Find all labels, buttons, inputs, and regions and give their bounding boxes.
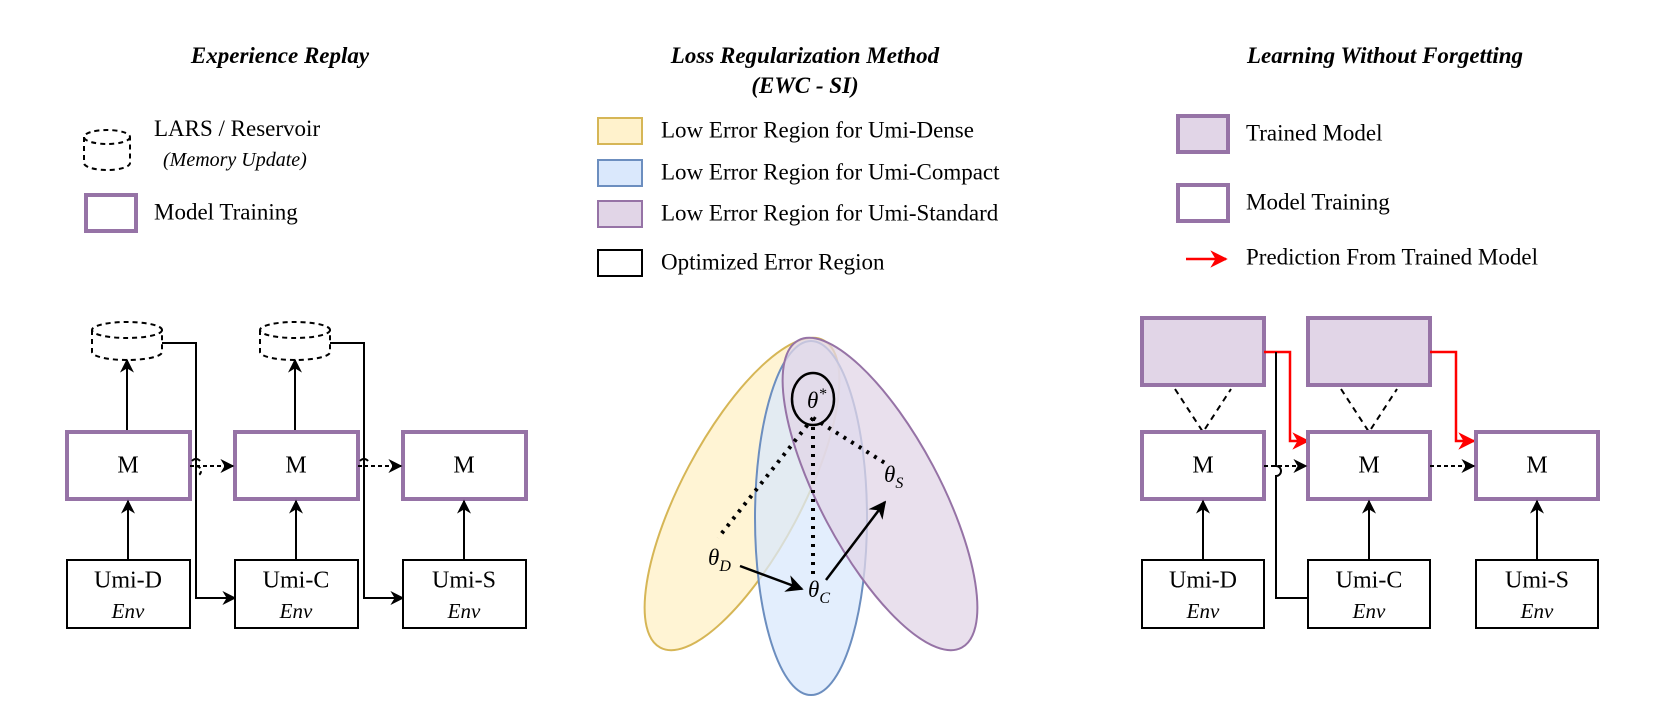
er-model-1-label: M (117, 453, 138, 479)
er-env-3 (402, 559, 527, 629)
lwf-copy-link-2 (1340, 388, 1398, 434)
er-memory-1 (91, 321, 163, 361)
lr-legend-yellow-swatch (597, 117, 643, 145)
lwf-legend-training-icon (1176, 183, 1230, 223)
lr-legend-standard-label: Low Error Region for Umi-Standard (661, 200, 999, 225)
er-legend-memory-label: LARS / Reservoir (154, 116, 320, 141)
er-legend-memory-icon (83, 129, 131, 171)
lwf-model-3-label: M (1526, 453, 1547, 479)
lwf-env-3 (1475, 559, 1599, 629)
er-model-3-label: M (453, 453, 474, 479)
er-title: Experience Replay (190, 43, 370, 68)
lr-region-optimized (790, 371, 836, 427)
lwf-env-3-name: Umi-S (1505, 568, 1569, 594)
lwf-env-2-name: Umi-C (1336, 568, 1403, 594)
lwf-legend-trained-icon (1176, 114, 1230, 154)
er-legend-memory-sublabel: (Memory Update) (163, 149, 307, 171)
lwf-legend-training-label: Model Training (1246, 189, 1390, 214)
er-env-1-sub: Env (111, 599, 145, 623)
experience-replay-panel: Experience Replay LARS / Reservoir (Memo… (65, 43, 528, 629)
lwf-model-1-label: M (1192, 453, 1213, 479)
er-env-3-name: Umi-S (432, 568, 496, 594)
lr-theta-star: θ* (807, 386, 826, 413)
er-hop-2 (359, 458, 369, 462)
lr-title-line2: (EWC - SI) (751, 73, 858, 98)
lwf-legend-trained-label: Trained Model (1246, 120, 1383, 145)
lr-theta-c: θC (808, 577, 830, 607)
er-model-2-label: M (285, 453, 306, 479)
lwf-model-2 (1306, 430, 1432, 501)
lr-legend-dense-label: Low Error Region for Umi-Dense (661, 117, 974, 142)
er-arrow-memory2-to-env3 (330, 342, 405, 605)
lr-theta-d: θD (708, 545, 731, 575)
lr-arrow-d-to-c (739, 564, 804, 592)
lwf-model-3 (1474, 430, 1600, 501)
er-memory-2 (259, 321, 331, 361)
er-env-2-sub: Env (279, 599, 313, 623)
er-model-3 (401, 430, 528, 501)
er-hop-1 (191, 458, 201, 462)
lr-distance-lines (716, 416, 887, 578)
lwf-link-env2-to-trained1 (1275, 352, 1308, 599)
lwf-trained-model-1 (1140, 316, 1266, 387)
lwf-prediction-arrow-2 (1430, 350, 1476, 450)
lr-legend-blue-swatch (597, 159, 643, 187)
lwf-env-1-sub: Env (1186, 599, 1220, 623)
lwf-panel: Learning Without Forgetting Trained Mode… (1140, 43, 1600, 629)
lwf-env-1-name: Umi-D (1169, 568, 1237, 594)
loss-regularization-panel: Loss Regularization Method (EWC - SI) Lo… (597, 43, 1000, 696)
lr-arrow-c-to-s (825, 500, 887, 581)
er-arrow-memory1-to-env2 (162, 342, 237, 605)
lwf-copy-link-1 (1174, 388, 1232, 434)
er-model-1 (65, 430, 192, 501)
er-transfer-arrow-1 (190, 466, 233, 476)
lwf-prediction-arrow-1 (1264, 350, 1310, 450)
lwf-env-3-sub: Env (1520, 599, 1554, 623)
er-legend-model-icon (84, 193, 138, 233)
lr-theta-s: θS (884, 462, 903, 492)
lr-legend-compact-label: Low Error Region for Umi-Compact (661, 159, 1000, 184)
lr-legend-optimized-label: Optimized Error Region (661, 249, 885, 274)
lwf-env-2-sub: Env (1352, 599, 1386, 623)
er-legend-model-label: Model Training (154, 199, 298, 224)
lwf-env-1 (1141, 559, 1265, 629)
er-env-1-name: Umi-D (94, 568, 162, 594)
er-env-3-sub: Env (447, 599, 481, 623)
lwf-trained-model-2 (1306, 316, 1432, 387)
lr-legend-optimized-swatch (597, 249, 643, 277)
er-model-2 (233, 430, 360, 501)
er-env-2-name: Umi-C (263, 568, 330, 594)
lwf-model-2-label: M (1358, 453, 1379, 479)
lr-title-line1: Loss Regularization Method (670, 43, 940, 68)
lwf-env-2 (1307, 559, 1431, 629)
lwf-title: Learning Without Forgetting (1246, 43, 1523, 68)
lr-legend-purple-swatch (597, 200, 643, 228)
lwf-legend-prediction-label: Prediction From Trained Model (1246, 244, 1538, 269)
lr-region-standard (781, 336, 979, 652)
